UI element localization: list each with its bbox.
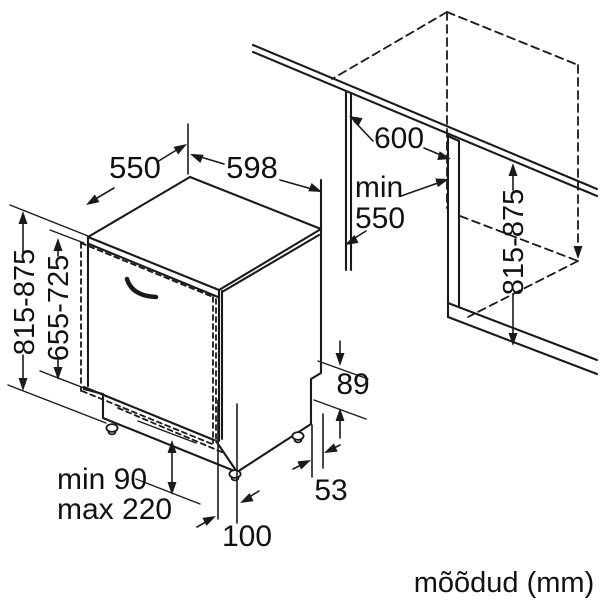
label-niche-width: 600 xyxy=(374,122,424,155)
foot-rear xyxy=(291,431,305,444)
niche-side-walls xyxy=(344,89,599,376)
door-handle xyxy=(124,276,159,300)
dim-width-598: 598 xyxy=(190,150,322,192)
label-front-foot-setback: 100 xyxy=(222,520,272,553)
label-top-depth: 550 xyxy=(109,150,161,185)
label-plinth-min: min 90 xyxy=(57,463,147,496)
adjustable-feet xyxy=(105,423,305,482)
dim-door-height-655-725: 655-725 xyxy=(39,229,85,389)
foot-front-right xyxy=(228,469,242,482)
dim-unit-height-815-875: 815-875 xyxy=(7,211,107,424)
label-niche-depth-value: 550 xyxy=(355,202,405,235)
label-width: 598 xyxy=(226,150,278,185)
dishwasher-unit xyxy=(82,175,323,474)
furniture-door-dashed xyxy=(80,242,225,454)
label-unit-height: 815-875 xyxy=(9,249,41,355)
dim-plinth-min90-max220: min 90 max 220 xyxy=(57,420,201,526)
label-niche-height: 815-875 xyxy=(498,189,530,295)
label-niche-depth-word: min xyxy=(355,171,403,204)
dim-niche-height-815-875: 815-875 xyxy=(498,163,530,346)
dim-niche-width-600: 600 xyxy=(349,116,451,160)
worktop xyxy=(251,43,599,198)
label-rear-recess: 89 xyxy=(336,368,369,401)
label-rear-foot-offset: 53 xyxy=(314,474,347,507)
dim-rear-foot-offset-53: 53 xyxy=(292,413,348,507)
label-door-height: 655-725 xyxy=(43,255,75,361)
dim-rear-recess-89: 89 xyxy=(313,340,370,439)
niche-dashed-outline xyxy=(331,11,583,318)
dim-niche-depth-min-550: min 550 xyxy=(345,171,449,245)
foot-front-left xyxy=(105,423,119,436)
dim-front-foot-100: 100 xyxy=(196,399,272,553)
dim-top-depth-550: 550 xyxy=(9,123,189,237)
label-plinth-max: max 220 xyxy=(57,493,172,526)
units-note: mõõdud (mm) xyxy=(414,567,595,599)
